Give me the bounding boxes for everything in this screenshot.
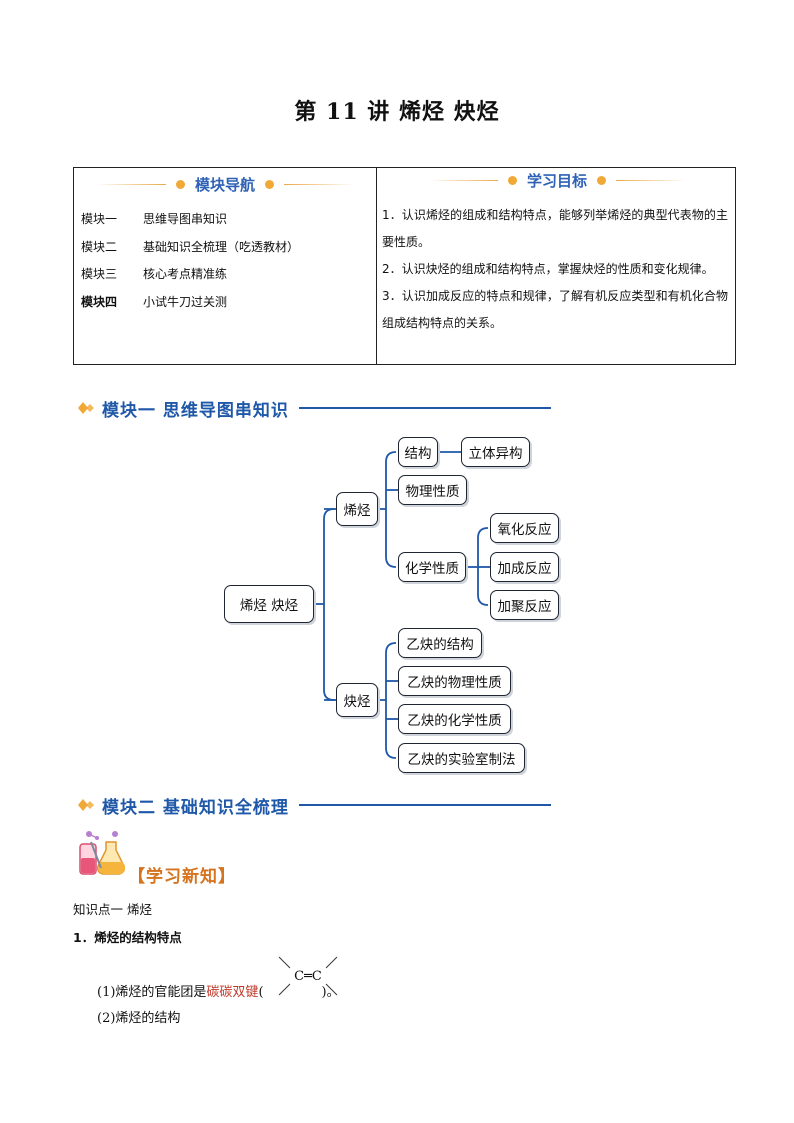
dot-icon [597, 175, 606, 185]
paragraph-functional-group: (1)烯烃的官能团是碳碳双键( )。 [97, 981, 340, 1000]
goal-item: 3．认识加成反应的特点和规律，了解有机反应类型和有机化合物组成结构特点的关系。 [382, 289, 728, 330]
nav-item-text: 思维导图串知识 [143, 212, 228, 226]
overview-box: 模块导航 模块一 思维导图串知识 模块二 基础知识全梳理（吃透教材） 模块三 核心考点… [73, 167, 736, 365]
diamond-bullet-icon [78, 402, 94, 414]
nav-item: 模块三 核心考点精准练 [81, 261, 299, 289]
dot-icon [175, 179, 185, 189]
mindmap-node-physical: 物理性质 [398, 475, 467, 505]
goal-item: 1．认识烯烃的组成和结构特点，能够列举烯烃的典型代表物的主要性质。 [382, 208, 728, 249]
nav-item-text: 基础知识全梳理（吃透教材） [143, 239, 300, 254]
nav-item: 模块二 基础知识全梳理（吃透教材） [81, 234, 299, 262]
mindmap-root: 烯烃 炔烃 [224, 585, 314, 623]
mindmap-node-polymerization: 加聚反应 [490, 590, 559, 620]
learn-new-label: 【学习新知】 [128, 867, 236, 887]
section-rule [298, 804, 551, 806]
open-paren: ( [258, 985, 264, 1000]
nav-item-key: 模块四 [81, 294, 118, 309]
header-line-right [616, 179, 686, 181]
dot-icon [507, 175, 517, 185]
formula-text: C═C [294, 969, 322, 984]
mindmap-node-acetylene-physical: 乙炔的物理性质 [398, 666, 511, 696]
nav-item-text: 核心考点精准练 [143, 267, 228, 281]
mindmap-node-isomer: 立体异构 [461, 437, 530, 467]
flask-icon [79, 831, 125, 875]
nav-item: 模块四 小试牛刀过关测 [81, 289, 299, 317]
goals-list: 1．认识烯烃的组成和结构特点，能够列举烯烃的典型代表物的主要性质。 2．认识炔烃… [382, 202, 728, 337]
mindmap-node-alkyne: 炔烃 [336, 683, 378, 717]
goals-header-label: 学习目标 [526, 171, 587, 190]
header-line-right [284, 183, 354, 185]
paragraph-structure: (2)烯烃的结构 [97, 1011, 181, 1026]
text-prefix: (1)烯烃的官能团是 [97, 985, 207, 1000]
subsection-heading: 1．烯烃的结构特点 [73, 930, 182, 945]
nav-item-key: 模块一 [81, 212, 118, 226]
nav-header-label: 模块导航 [194, 175, 255, 194]
section-heading-2: 模块二 基础知识全梳理 [78, 793, 551, 818]
highlight-term: 碳碳双键 [206, 985, 259, 1000]
goal-item: 2．认识炔烃的组成和结构特点，掌握炔烃的性质和变化规律。 [382, 262, 714, 276]
nav-item-key: 模块三 [81, 267, 118, 281]
mindmap-node-chemical: 化学性质 [398, 552, 466, 582]
mindmap-node-acetylene-chemical: 乙炔的化学性质 [398, 704, 511, 734]
nav-item: 模块一 思维导图串知识 [81, 206, 299, 234]
box-divider [376, 168, 377, 364]
page-title: 第 11 讲 烯烃 炔烃 [294, 99, 500, 125]
mindmap-node-oxidation: 氧化反应 [490, 513, 559, 543]
mindmap-node-structure: 结构 [398, 437, 438, 467]
mindmap-node-alkene: 烯烃 [336, 492, 378, 526]
nav-item-key: 模块二 [81, 239, 118, 254]
diamond-bullet-icon [78, 799, 94, 811]
double-bond-formula: C═C [278, 956, 338, 996]
goals-header: 学习目标 [377, 168, 737, 192]
dot-icon [265, 179, 274, 189]
nav-item-text: 小试牛刀过关测 [143, 294, 228, 309]
section-title: 模块一 思维导图串知识 [102, 400, 289, 421]
mindmap-node-acetylene-structure: 乙炔的结构 [398, 628, 482, 658]
mindmap-node-addition: 加成反应 [490, 552, 559, 582]
close-paren: )。 [321, 985, 340, 1000]
mindmap-node-acetylene-lab: 乙炔的实验室制法 [398, 743, 525, 773]
nav-list: 模块一 思维导图串知识 模块二 基础知识全梳理（吃透教材） 模块三 核心考点精准练 模… [81, 206, 299, 316]
section-title: 模块二 基础知识全梳理 [102, 797, 289, 818]
header-line-left [427, 179, 498, 181]
section-heading-1: 模块一 思维导图串知识 [78, 396, 551, 421]
knowledge-point-title: 知识点一 烯烃 [73, 902, 152, 917]
nav-header: 模块导航 [74, 172, 376, 196]
header-line-left [95, 183, 166, 185]
section-rule [298, 407, 551, 409]
